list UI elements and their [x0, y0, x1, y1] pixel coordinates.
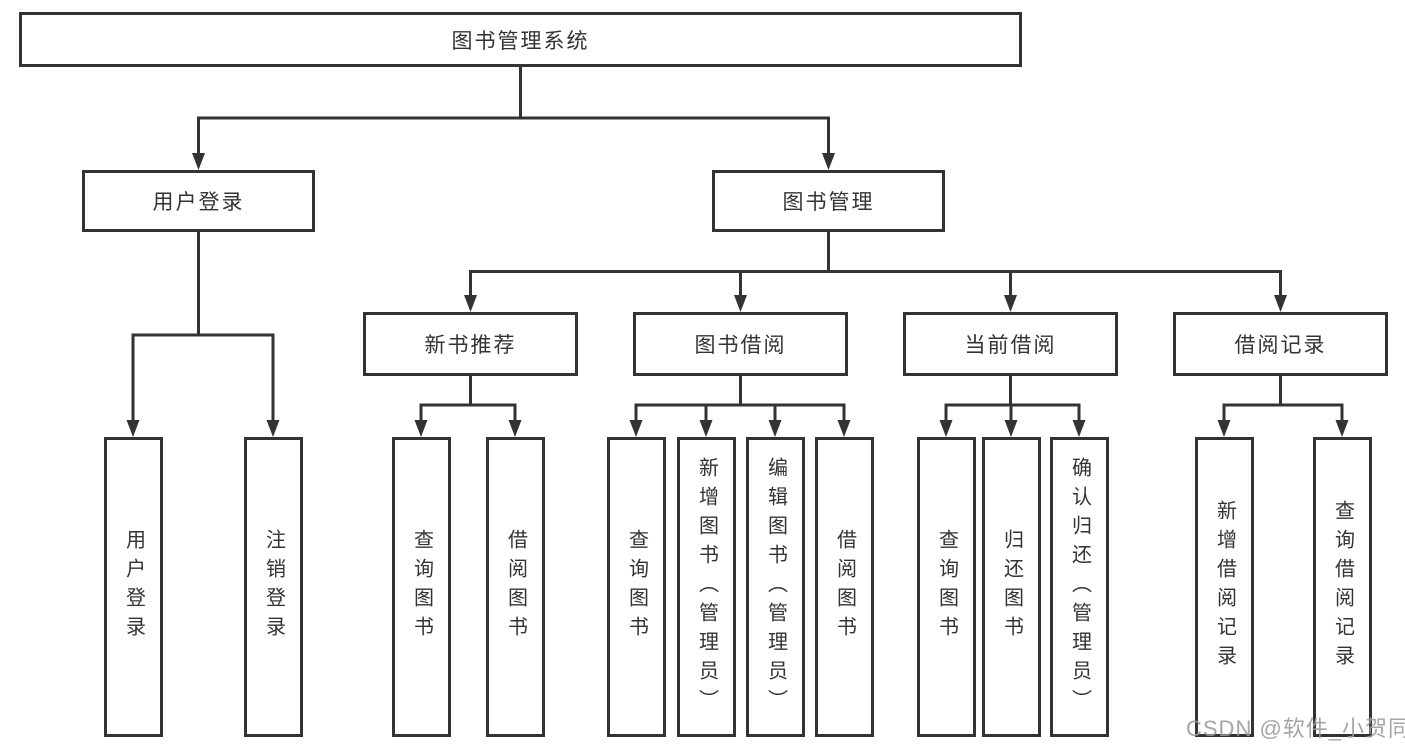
arrowhead-icon — [837, 420, 851, 437]
node-label: 图书管理系统 — [451, 29, 590, 53]
node-book-borrowing: 图书借阅 — [633, 312, 848, 376]
arrowhead-icon — [939, 420, 953, 437]
node-current-borrowing: 当前借阅 — [903, 312, 1118, 376]
leaf-label: 注销登录 — [262, 529, 285, 645]
leaf-label: 查询图书 — [625, 529, 648, 645]
leaf-label: 查询图书 — [410, 529, 433, 645]
leaf-query-books: 查询图书 — [917, 437, 976, 737]
node-label: 图书借阅 — [694, 334, 787, 357]
node-label: 当前借阅 — [964, 334, 1057, 357]
node-label: 用户登录 — [152, 191, 245, 214]
leaf-edit-books-admin: 编辑图书（管理员） — [746, 437, 805, 737]
connector-lines — [131, 65, 1344, 425]
arrowhead-icon — [508, 420, 522, 437]
leaf-query-borrow-record: 查询借阅记录 — [1313, 437, 1372, 737]
arrowhead-icon — [464, 295, 477, 312]
node-book-management: 图书管理 — [712, 170, 945, 232]
leaf-label: 新增图书（管理员） — [695, 456, 718, 718]
node-label: 借阅记录 — [1234, 334, 1327, 357]
arrowhead-icon — [1335, 420, 1349, 437]
node-label: 新书推荐 — [424, 334, 517, 357]
leaf-query-books: 查询图书 — [607, 437, 666, 737]
arrowhead-icon — [1004, 295, 1017, 312]
arrowhead-icon — [734, 295, 747, 312]
arrowhead-icon — [1217, 420, 1231, 437]
leaf-logout: 注销登录 — [244, 437, 303, 737]
leaf-label: 归还图书 — [1000, 529, 1023, 645]
arrowhead-icon — [1072, 420, 1086, 437]
arrowhead-icon — [768, 420, 782, 437]
arrowhead-icon — [629, 420, 643, 437]
leaf-return-books: 归还图书 — [982, 437, 1041, 737]
arrowhead-icon — [192, 153, 205, 170]
arrowhead-icon — [1004, 420, 1018, 437]
leaf-confirm-return-admin: 确认归还（管理员） — [1050, 437, 1109, 737]
leaf-borrow-books: 借阅图书 — [486, 437, 545, 737]
leaf-add-borrow-record: 新增借阅记录 — [1195, 437, 1254, 737]
arrowhead-icon — [414, 420, 428, 437]
leaf-label: 新增借阅记录 — [1213, 500, 1236, 674]
leaf-label: 查询借阅记录 — [1331, 500, 1354, 674]
arrowhead-icon — [1274, 295, 1287, 312]
node-user-login: 用户登录 — [82, 170, 315, 232]
node-borrowing-records: 借阅记录 — [1173, 312, 1388, 376]
leaf-label: 编辑图书（管理员） — [764, 456, 787, 718]
leaf-borrow-books: 借阅图书 — [815, 437, 874, 737]
leaf-label: 借阅图书 — [504, 529, 527, 645]
leaf-label: 借阅图书 — [833, 529, 856, 645]
node-label: 图书管理 — [782, 191, 875, 214]
leaf-add-books-admin: 新增图书（管理员） — [677, 437, 736, 737]
arrowheads — [126, 153, 1349, 437]
arrowhead-icon — [126, 420, 140, 437]
leaf-query-books: 查询图书 — [392, 437, 451, 737]
arrowhead-icon — [266, 420, 280, 437]
arrowhead-icon — [699, 420, 713, 437]
leaf-label: 查询图书 — [935, 529, 958, 645]
leaf-user-login: 用户登录 — [104, 437, 163, 737]
leaf-label: 确认归还（管理员） — [1068, 456, 1091, 718]
leaf-label: 用户登录 — [122, 529, 145, 645]
node-new-book-recommend: 新书推荐 — [363, 312, 578, 376]
csdn-watermark: CSDN @软件_小贺同学 — [1186, 716, 1405, 741]
arrowhead-icon — [822, 153, 835, 170]
node-root-library-system: 图书管理系统 — [19, 12, 1022, 67]
